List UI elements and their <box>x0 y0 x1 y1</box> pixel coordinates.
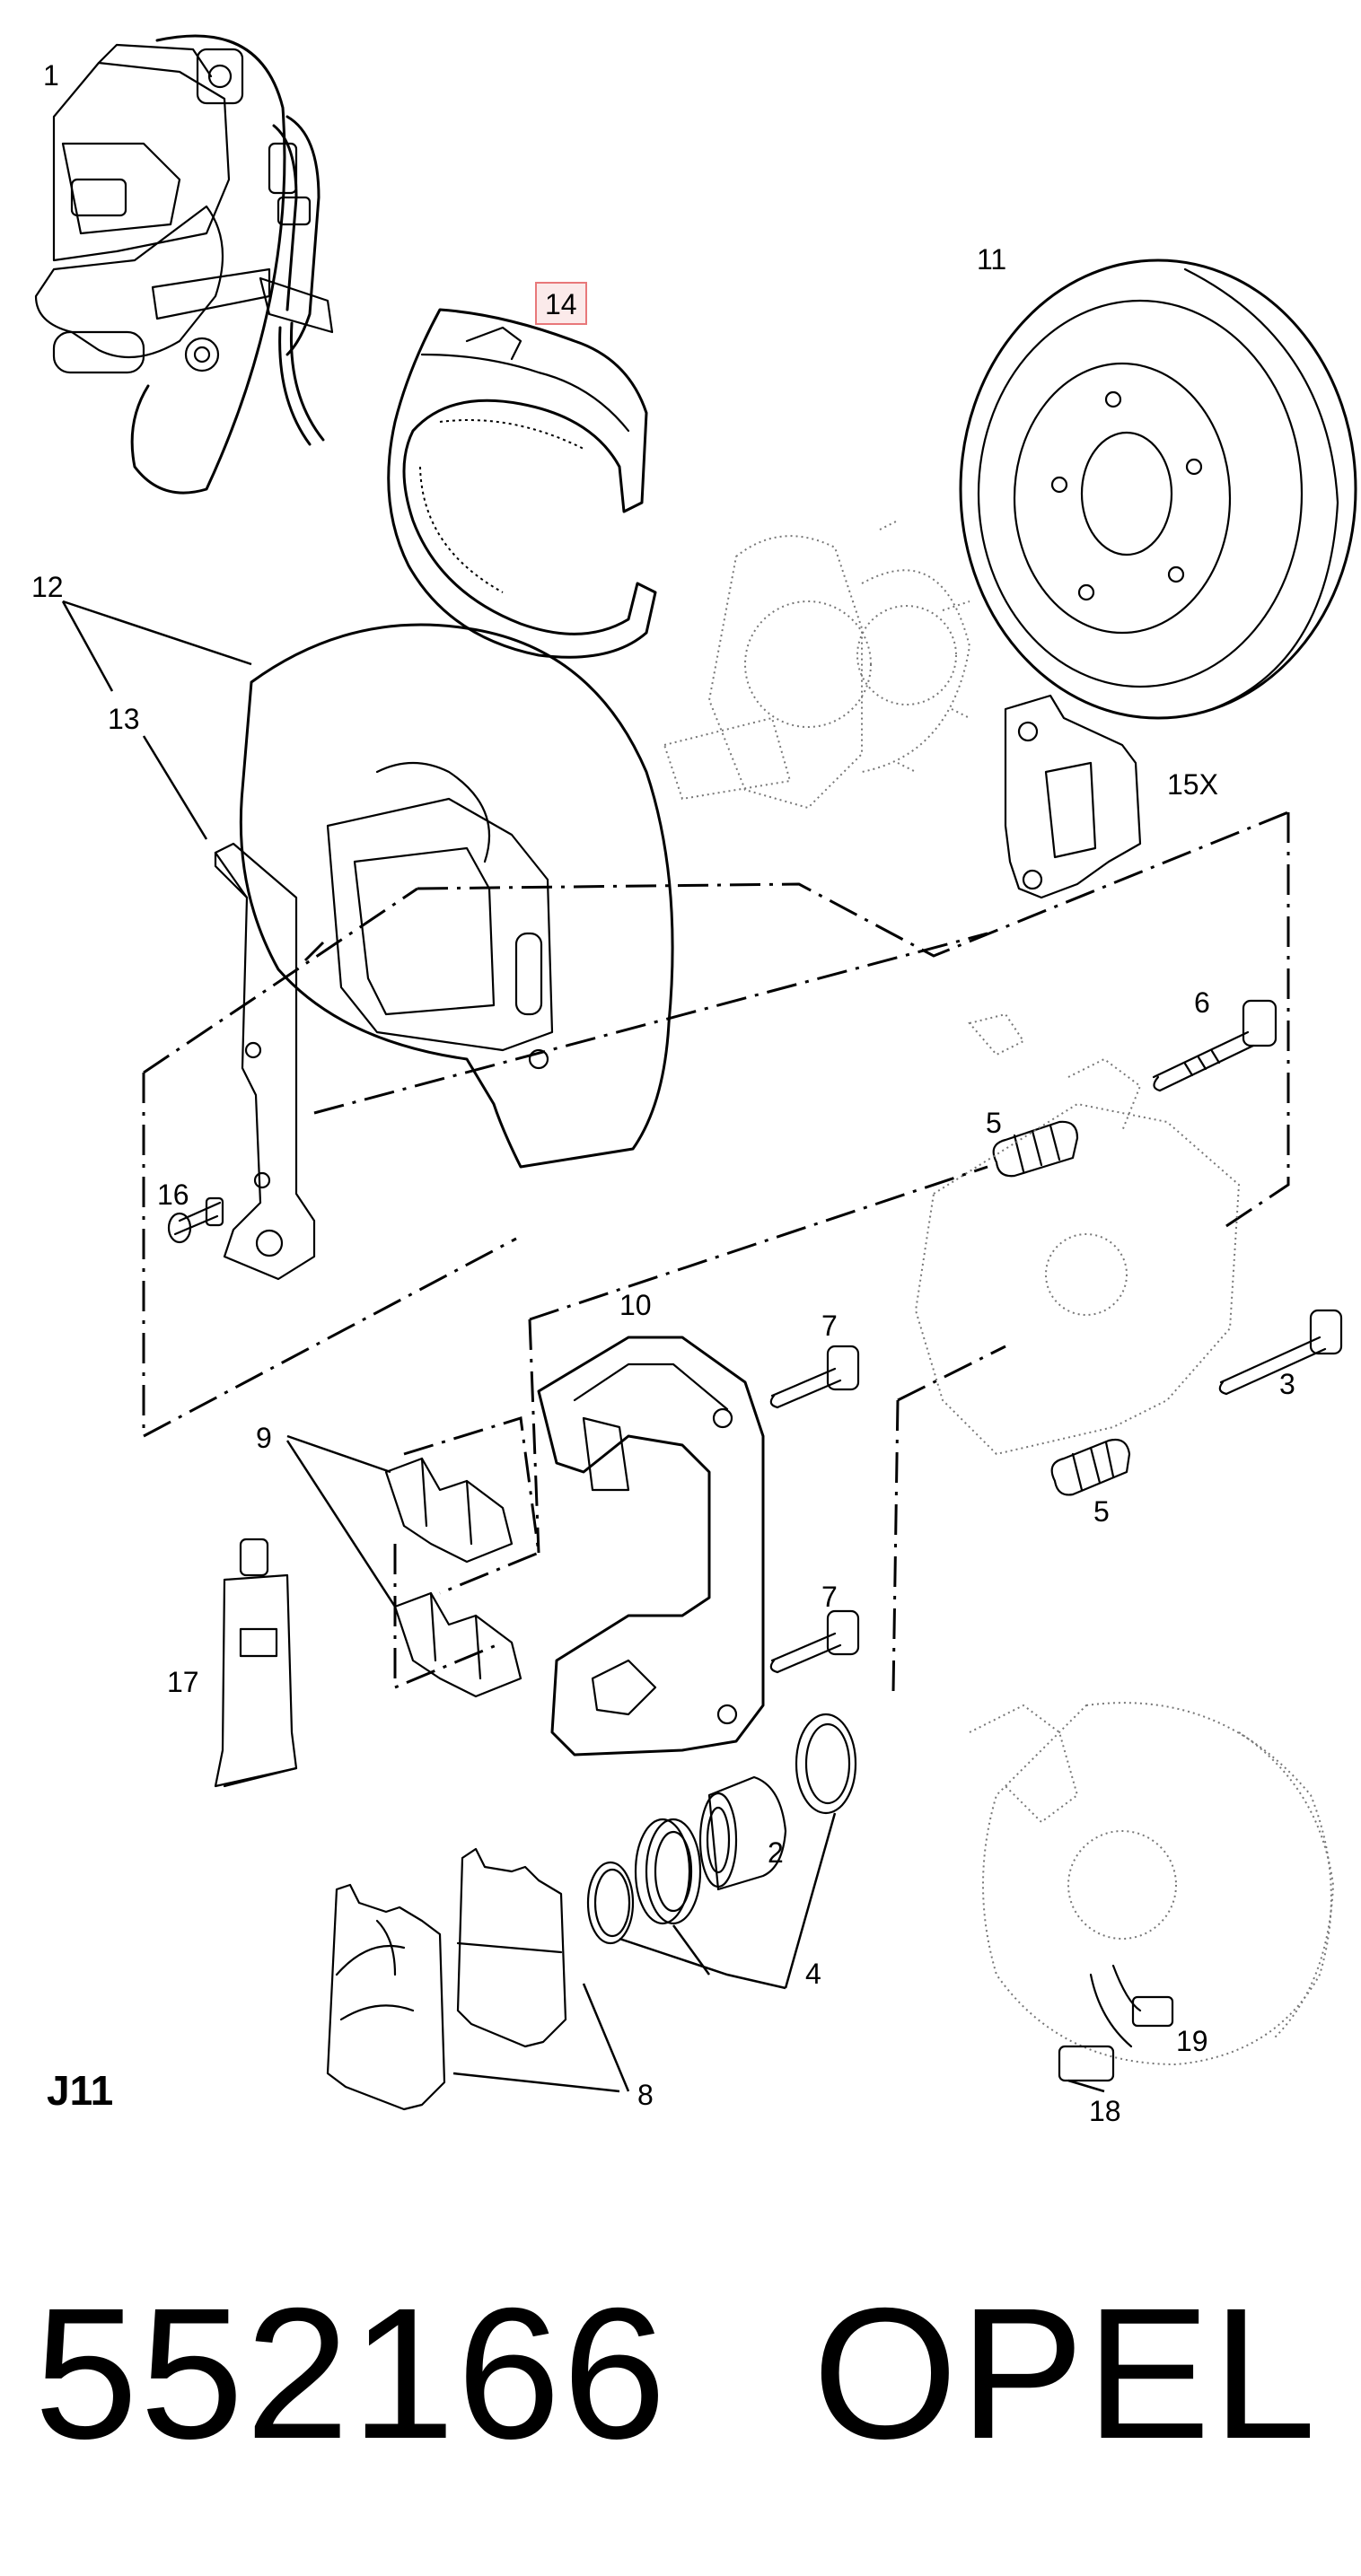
callout-17: 17 <box>167 1666 199 1698</box>
callout-13: 13 <box>108 703 140 735</box>
callout-2: 2 <box>768 1836 784 1869</box>
carrier-bolt-7-lower-illustration <box>769 1609 860 1674</box>
callout-10: 10 <box>619 1289 652 1321</box>
guide-bolt-3-illustration <box>1218 1309 1343 1396</box>
brake-pad-outer-illustration <box>456 1847 567 2048</box>
part-number: 552166 <box>34 2270 669 2478</box>
exploded-brake-diagram: 1 14 11 12 13 15X 6 5 16 10 7 3 9 5 7 17… <box>31 34 1357 2127</box>
callout-labels: 1 14 11 12 13 15X 6 5 16 10 7 3 9 5 7 17… <box>31 59 1295 2127</box>
small-bolt-16-illustration <box>167 1196 224 1244</box>
callout-7-lower: 7 <box>821 1581 838 1613</box>
leader-lines <box>61 600 1105 2093</box>
grease-tube-illustration <box>214 1538 298 1788</box>
backing-plate-illustration <box>239 623 674 1169</box>
callout-15x: 15X <box>1167 768 1218 801</box>
caliper-carrier-illustration <box>537 1336 765 1757</box>
brand-name: OPEL <box>812 2270 1318 2478</box>
callout-6: 6 <box>1194 986 1210 1019</box>
dust-boot-5-upper-illustration <box>992 1120 1079 1178</box>
pad-clips-lower-illustration <box>393 1591 522 1698</box>
diagram-code: J11 <box>47 2067 113 2114</box>
caliper-assembly-inset-illustration <box>34 34 334 495</box>
dust-seal-illustration <box>634 1818 702 1925</box>
part-footer: 552166 OPEL <box>0 2226 1361 2522</box>
piston-illustration <box>698 1775 787 1891</box>
highlight-box-14 <box>535 282 587 325</box>
callout-9: 9 <box>256 1422 272 1454</box>
mounting-bracket-illustration <box>214 842 316 1281</box>
callout-4: 4 <box>805 1958 821 1990</box>
callout-14: 14 <box>545 288 577 320</box>
callout-12: 12 <box>31 571 64 603</box>
pad-clips-upper-illustration <box>384 1457 514 1564</box>
piston-seal-illustration <box>795 1713 857 1815</box>
wheel-hub-ghost-illustration <box>663 520 971 810</box>
callout-19: 19 <box>1176 2025 1208 2057</box>
callout-16: 16 <box>157 1178 189 1211</box>
callout-3: 3 <box>1279 1368 1295 1400</box>
guide-bolt-6-illustration <box>1152 999 1278 1092</box>
rear-brake-inset-illustration <box>969 1702 1335 2082</box>
brake-pad-inner-illustration <box>326 1883 446 2111</box>
callout-18: 18 <box>1089 2095 1121 2127</box>
dust-boot-5-lower-illustration <box>1050 1438 1131 1496</box>
callout-7-upper: 7 <box>821 1310 838 1342</box>
caliper-bracket-15x-illustration <box>1004 694 1142 899</box>
retaining-ring-illustration <box>586 1861 635 1945</box>
parking-brake-shoes-illustration <box>387 308 657 659</box>
callout-5-upper: 5 <box>986 1107 1002 1139</box>
callout-5-lower: 5 <box>1093 1495 1110 1528</box>
caliper-body-ghost-illustration <box>914 1012 1241 1456</box>
brake-drum-illustration <box>959 258 1357 720</box>
carrier-bolt-7-upper-illustration <box>769 1345 860 1409</box>
callout-8: 8 <box>637 2079 654 2111</box>
callout-11: 11 <box>977 243 1006 276</box>
assembly-guide-lines <box>142 810 1290 1693</box>
callout-1: 1 <box>43 59 59 92</box>
